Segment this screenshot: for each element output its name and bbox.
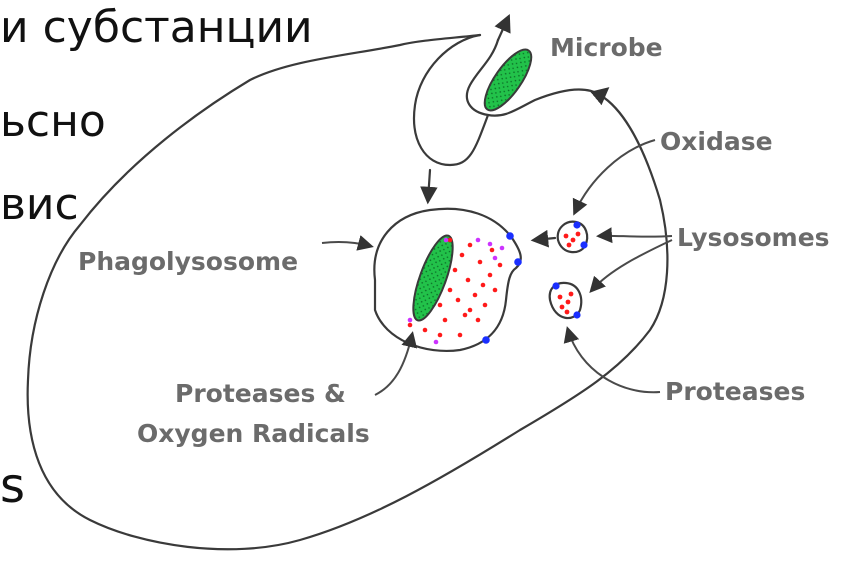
radical-dot [444, 238, 449, 243]
protease-dot [488, 273, 493, 278]
protease-dot [483, 303, 488, 308]
protease-dot [466, 278, 471, 283]
phagocytic-invagination [414, 35, 488, 165]
protease-dot [473, 293, 478, 298]
label-proteases-radicals-line2: Oxygen Radicals [137, 419, 370, 448]
protease-dot [443, 318, 448, 323]
protease-dot [476, 318, 481, 323]
protease-dot [468, 308, 473, 313]
protease-dot [468, 243, 473, 248]
protease-dot [438, 333, 443, 338]
protease-dot [438, 303, 443, 308]
protease-dot [463, 313, 468, 318]
protease-dot [481, 283, 486, 288]
label-proteases-radicals-line1: Proteases & [175, 379, 346, 408]
oxidase-dot [514, 258, 522, 266]
label-oxidase: Oxidase [660, 127, 773, 156]
phagolysosome [374, 209, 521, 351]
protease-dot [456, 298, 461, 303]
protease-dot [490, 248, 495, 253]
lysosome-upper [558, 221, 588, 252]
radical-dot [434, 340, 439, 345]
radical-dot [493, 256, 498, 261]
radical-dot [476, 238, 481, 243]
protease-dot [498, 263, 503, 268]
label-lysosomes: Lysosomes [677, 223, 830, 252]
protease-dot [453, 268, 458, 273]
lysosome-lower [550, 282, 582, 318]
protease-dot [478, 260, 483, 265]
oxidase-dot [506, 232, 514, 240]
label-phagolysosome: Phagolysosome [78, 247, 298, 276]
label-proteases: Proteases [665, 377, 805, 406]
protease-dot [493, 288, 498, 293]
protease-dot [448, 288, 453, 293]
radical-dot [500, 246, 505, 251]
protease-dot [460, 253, 465, 258]
label-microbe: Microbe [550, 33, 663, 62]
protease-dot [423, 328, 428, 333]
oxidase-dot [482, 336, 490, 344]
microbe [477, 43, 540, 117]
protease-dot [408, 323, 413, 328]
radical-dot [408, 318, 413, 323]
protease-dot [448, 238, 453, 243]
protease-dot [458, 333, 463, 338]
radical-dot [488, 242, 493, 247]
